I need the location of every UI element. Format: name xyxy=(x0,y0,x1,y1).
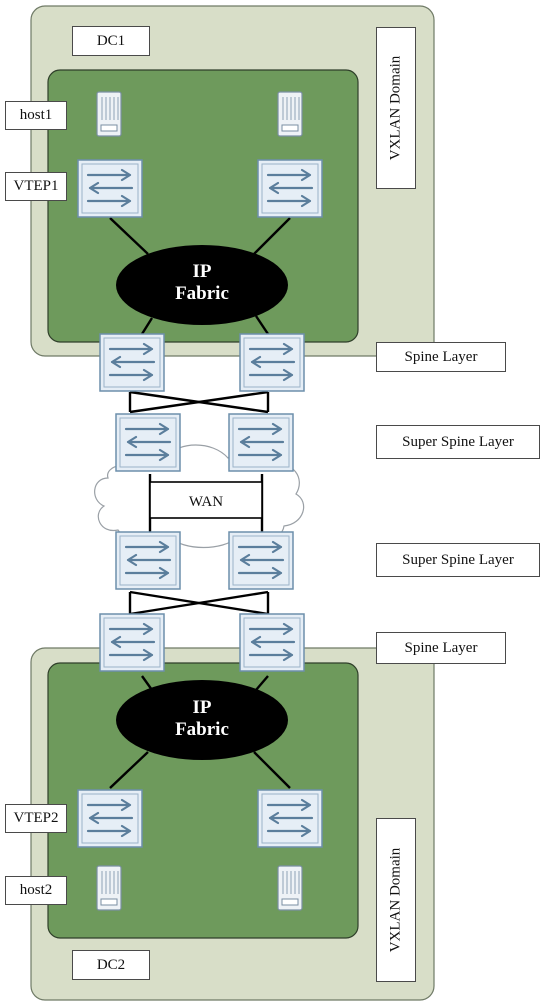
dc2-ip-fabric: IP Fabric xyxy=(116,680,288,760)
super-spine-bottom-right-switch-icon xyxy=(227,530,295,591)
dc2-spine-right-switch-icon xyxy=(238,612,306,673)
wan-label: WAN xyxy=(189,494,223,510)
vtep1-label: VTEP1 xyxy=(5,172,67,201)
dc1-fabric-line1: IP xyxy=(193,261,212,282)
spine-layer-bottom-label: Spine Layer xyxy=(376,632,506,664)
spine-layer-top-label: Spine Layer xyxy=(376,342,506,372)
dc2-fabric-line2: Fabric xyxy=(175,719,229,740)
dc1-spine-right-switch-icon xyxy=(238,332,306,393)
super-spine-layer-top-label: Super Spine Layer xyxy=(376,425,540,459)
dc2-name-label: DC2 xyxy=(72,950,150,980)
dc1-spine-left-switch-icon xyxy=(98,332,166,393)
dc1-fabric-line2: Fabric xyxy=(175,283,229,304)
dc2-vtep-right-switch-icon xyxy=(256,788,324,849)
dc1-host-right-icon xyxy=(277,91,303,137)
dc1-vxlan-domain-text: VXLAN Domain xyxy=(387,55,404,161)
wan-box xyxy=(149,481,263,519)
dc1-vxlan-domain-label: VXLAN Domain xyxy=(376,27,416,189)
dc2-vxlan-domain-label: VXLAN Domain xyxy=(376,818,416,982)
host2-label: host2 xyxy=(5,876,67,905)
dc2-host-left-icon xyxy=(96,865,122,911)
host1-label: host1 xyxy=(5,101,67,130)
dc1-vtep-left-switch-icon xyxy=(76,158,144,219)
super-spine-top-left-switch-icon xyxy=(114,412,182,473)
dc1-name-label: DC1 xyxy=(72,26,150,56)
dc1-host-left-icon xyxy=(96,91,122,137)
dc2-vxlan-domain-text: VXLAN Domain xyxy=(387,847,404,953)
super-spine-layer-bottom-label: Super Spine Layer xyxy=(376,543,540,577)
dc2-fabric-line1: IP xyxy=(193,697,212,718)
super-spine-top-right-switch-icon xyxy=(227,412,295,473)
super-spine-bottom-left-switch-icon xyxy=(114,530,182,591)
dc2-vtep-left-switch-icon xyxy=(76,788,144,849)
dc2-spine-left-switch-icon xyxy=(98,612,166,673)
dc1-vtep-right-switch-icon xyxy=(256,158,324,219)
dc2-host-right-icon xyxy=(277,865,303,911)
vtep2-label: VTEP2 xyxy=(5,804,67,833)
dc1-ip-fabric: IP Fabric xyxy=(116,245,288,325)
